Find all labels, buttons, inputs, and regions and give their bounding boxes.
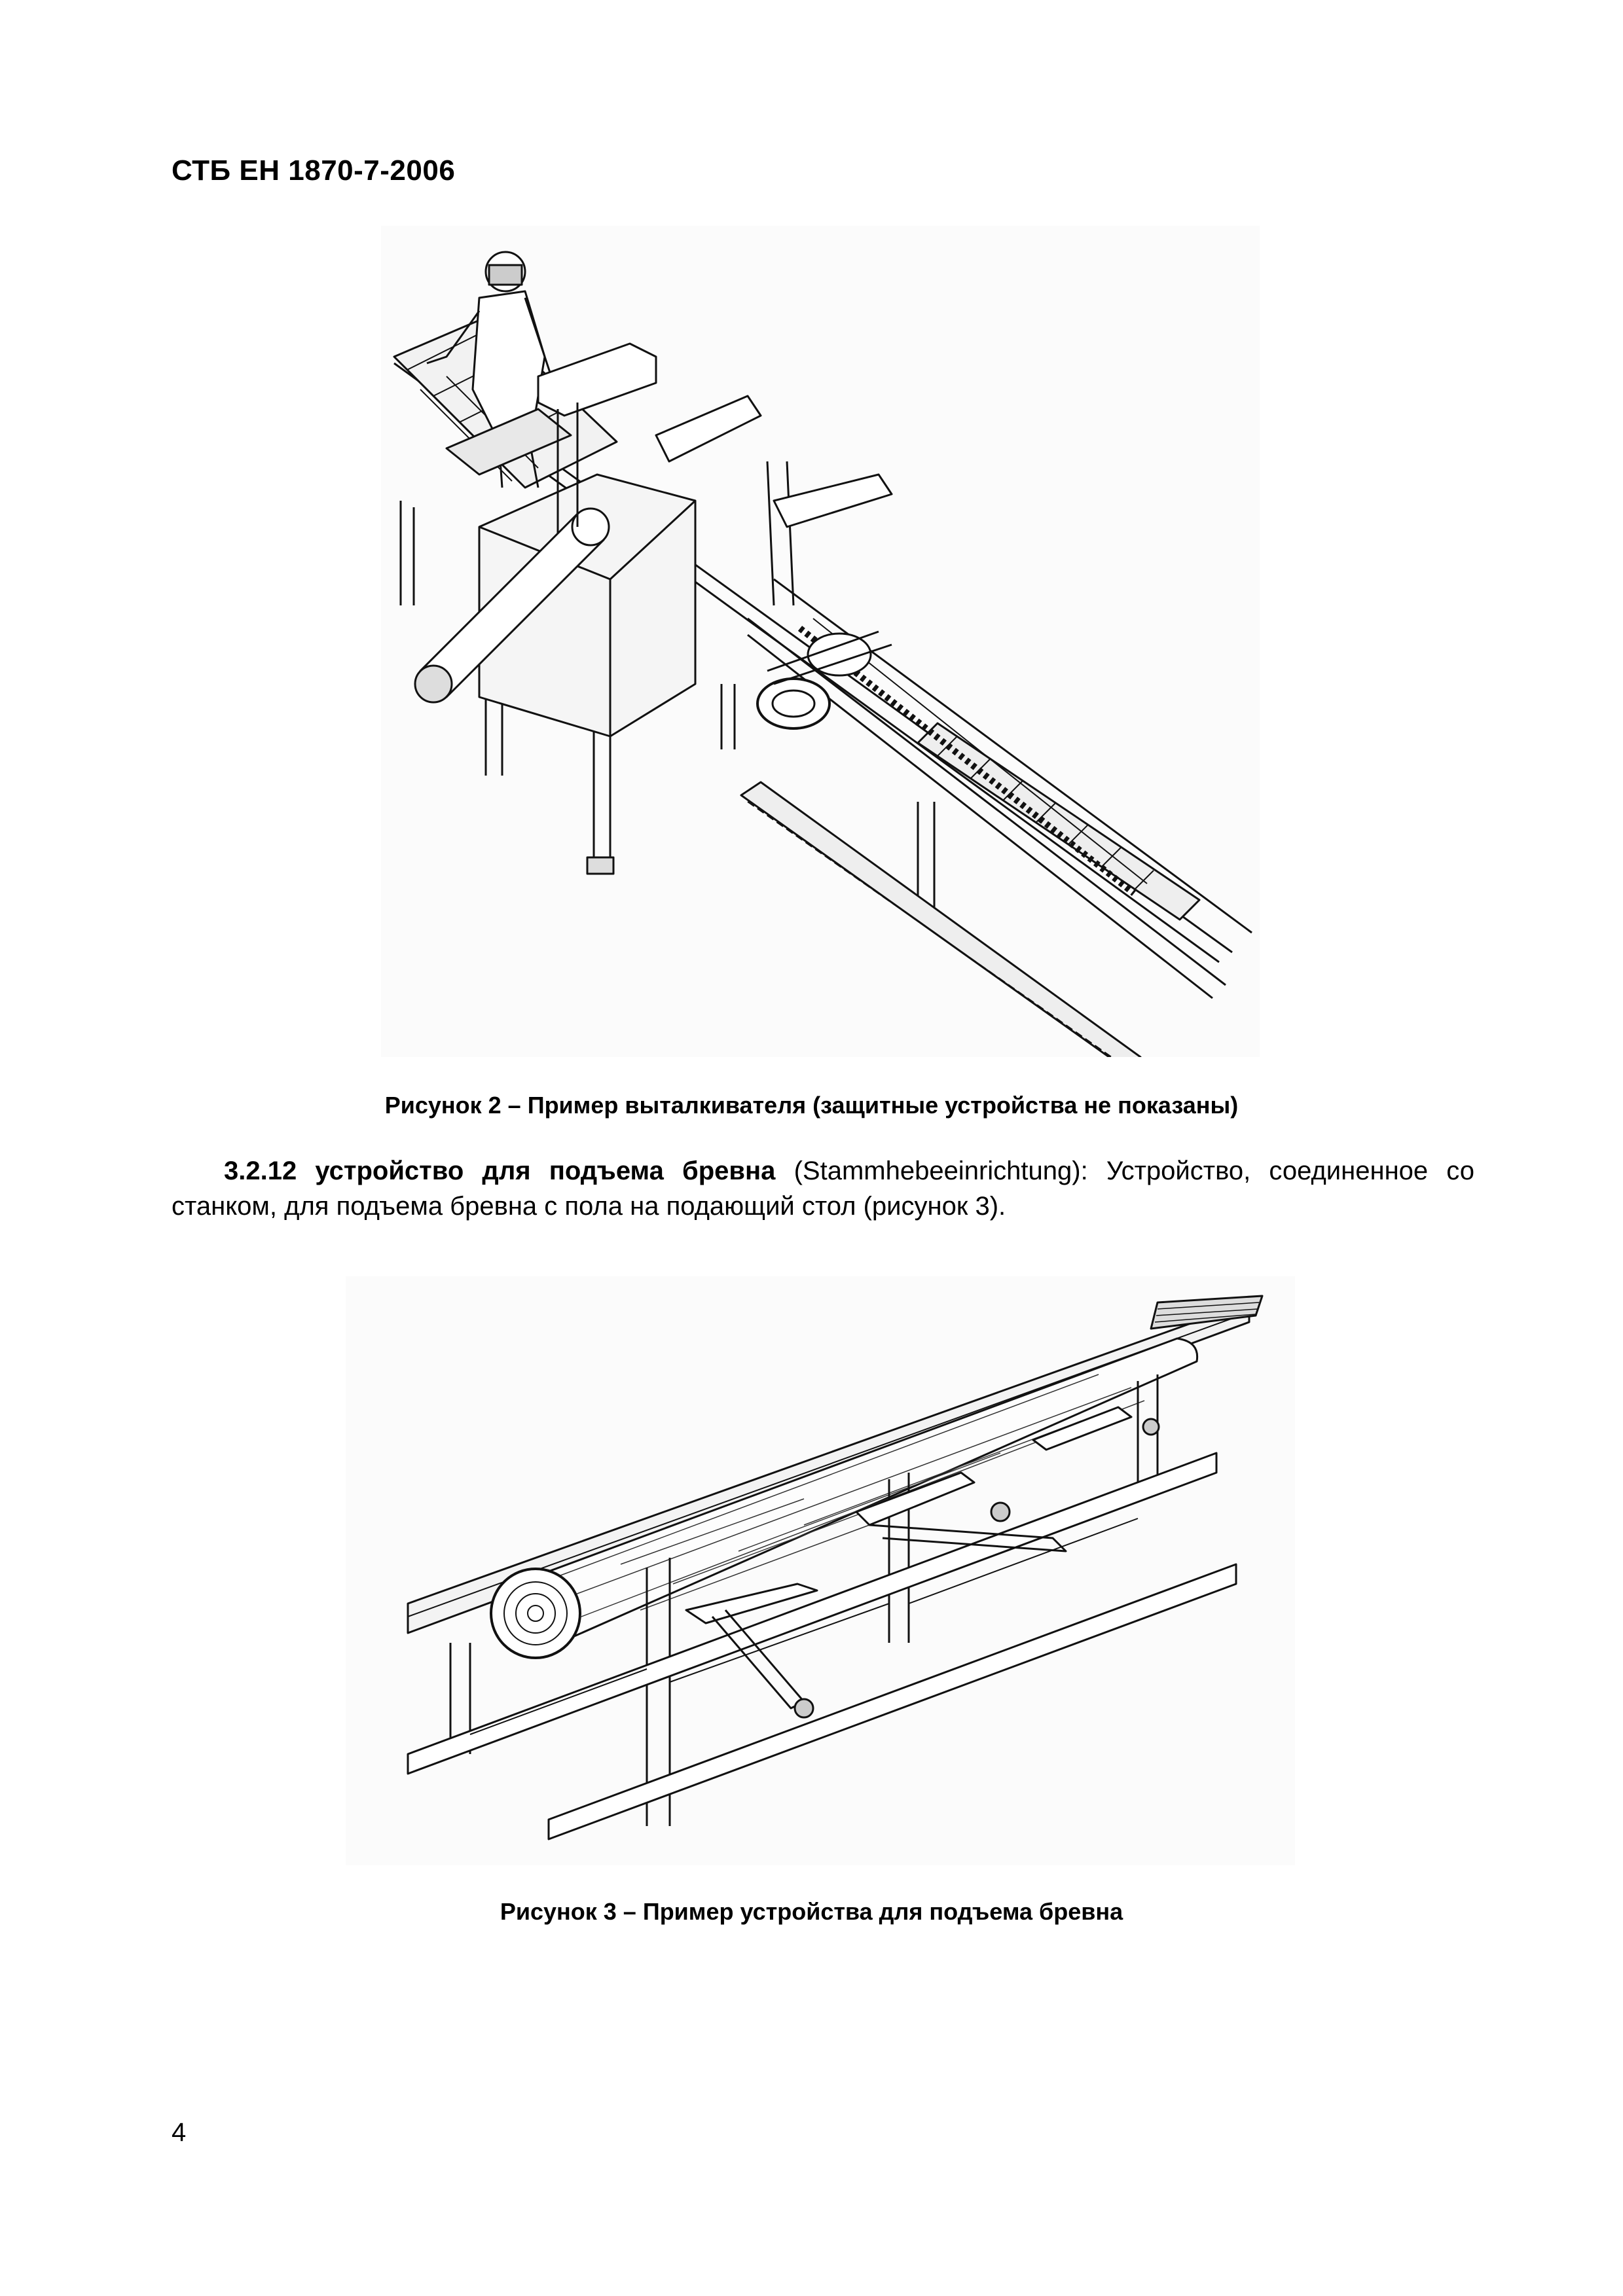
clause-original-term: (Stammhebeeinrichtung): <box>793 1157 1088 1185</box>
page-number: 4 <box>172 2118 187 2147</box>
clause-definition: Устройство, соединенное со станком, для … <box>172 1157 1475 1221</box>
figure-3-log-lifting-device-illustration <box>346 1276 1295 1865</box>
clause-number: 3.2.12 <box>224 1157 297 1185</box>
document-code: СТБ ЕН 1870-7-2006 <box>172 154 456 187</box>
clause-term: устройство для подъема бревна <box>315 1157 776 1185</box>
clause-3-2-12: 3.2.12 устройство для подъема бревна (St… <box>172 1153 1474 1224</box>
figure-2-caption: Рисунок 2 – Пример выталкивателя (защитн… <box>384 1092 1239 1119</box>
figure-3-caption: Рисунок 3 – Пример устройства для подъем… <box>500 1898 1123 1925</box>
figure-2-log-kicker-illustration <box>381 226 1260 1057</box>
